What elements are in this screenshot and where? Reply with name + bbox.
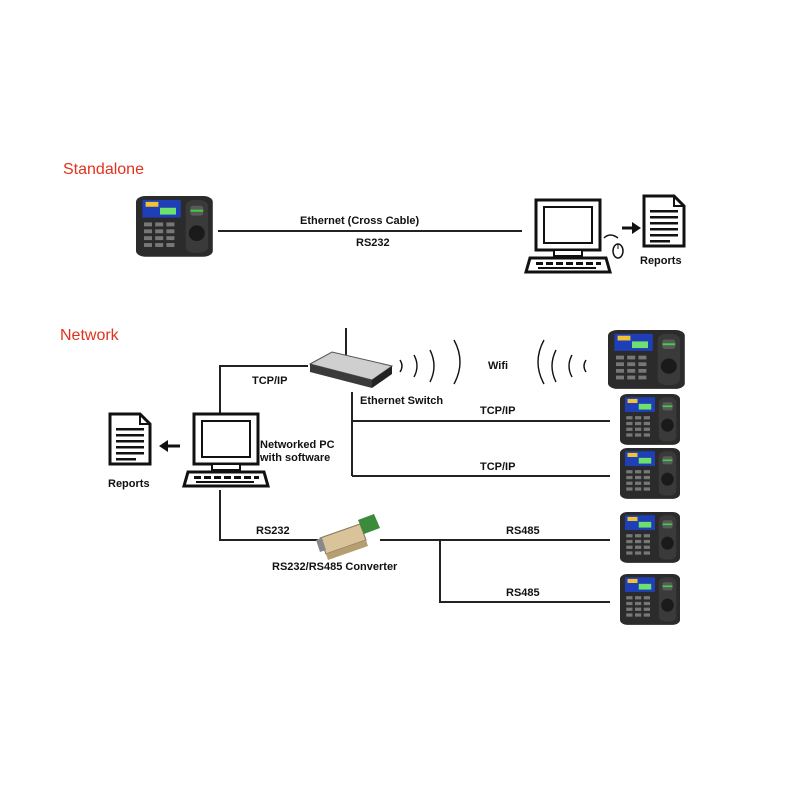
ethernet-switch-label: Ethernet Switch: [360, 395, 443, 407]
rs485-line2-label: RS485: [506, 587, 540, 599]
tcpip-line2-label: TCP/IP: [480, 461, 515, 473]
section-title-standalone: Standalone: [63, 161, 144, 178]
arrow-left-icon: [159, 440, 180, 452]
standalone-reports-label: Reports: [640, 255, 682, 267]
converter-label: RS232/RS485 Converter: [272, 561, 398, 573]
arrow-right-icon: [622, 222, 641, 234]
standalone-ethernet-label: Ethernet (Cross Cable): [300, 215, 420, 227]
standalone-computer: [524, 198, 612, 274]
rs232-label: RS232: [256, 525, 290, 537]
standalone-report-doc-icon: [642, 194, 686, 248]
network-lines: [219, 365, 610, 603]
network-reports-label: Reports: [108, 478, 150, 490]
tcpip-line1-label: TCP/IP: [480, 405, 515, 417]
rs485-line1-label: RS485: [506, 525, 540, 537]
wifi-terminal: [608, 330, 685, 389]
rs485-terminal-1: [620, 512, 680, 563]
rs232-rs485-converter-icon: [316, 514, 380, 560]
pc-label-line1: Networked PC: [260, 439, 335, 451]
standalone-rs232-label: RS232: [356, 237, 390, 249]
pc-label-line2: with software: [259, 452, 330, 464]
wifi-label: Wifi: [488, 360, 508, 372]
wifi-waves-icon: [399, 339, 587, 385]
ethernet-switch-router: [308, 328, 394, 388]
network-report-doc-icon: [108, 412, 152, 466]
tcpip-terminal-2: [620, 448, 680, 499]
mouse-icon: [603, 234, 624, 259]
tcpip-pc-label: TCP/IP: [252, 375, 287, 387]
networked-pc-computer: [182, 412, 270, 488]
section-title-network: Network: [60, 327, 120, 344]
standalone-terminal-scaled: [136, 196, 213, 257]
tcpip-terminal-1: [620, 394, 680, 445]
rs485-terminal-2: [620, 574, 680, 625]
